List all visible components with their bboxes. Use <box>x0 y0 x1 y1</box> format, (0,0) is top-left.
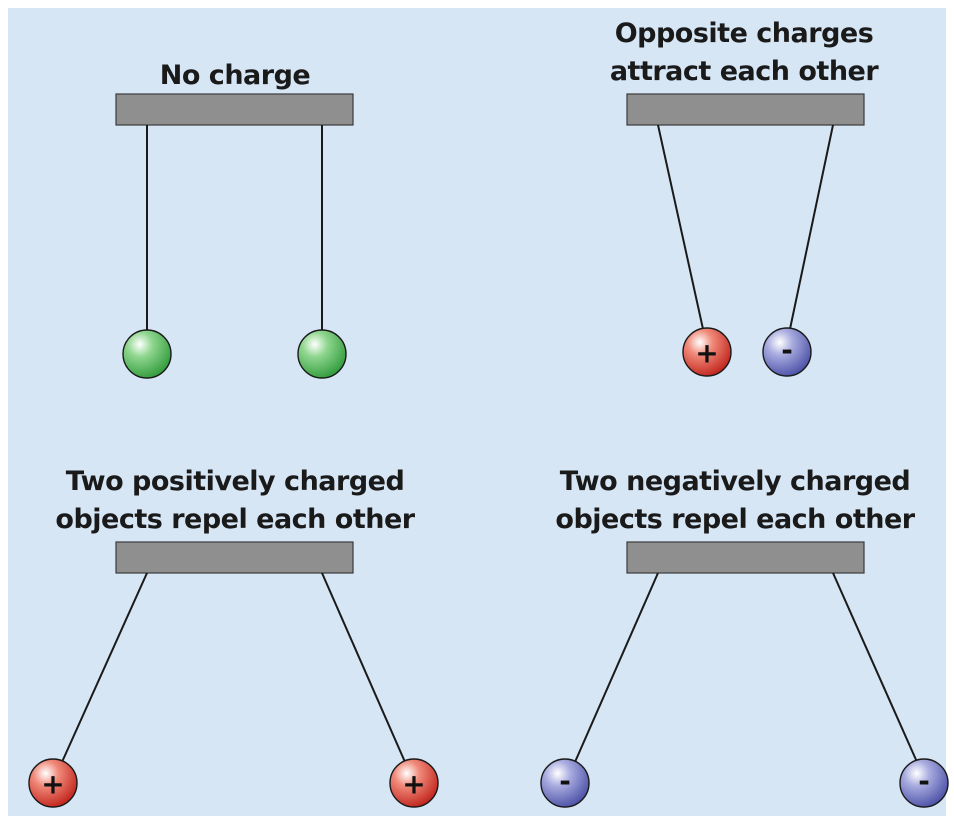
panel-no-charge: No charge <box>115 60 354 379</box>
panel-title-line-1: Two positively charged <box>66 466 405 497</box>
plus-sign: + <box>41 768 64 801</box>
panel-title-line-2: attract each other <box>610 56 880 87</box>
panel-title-line-2: objects repel each other <box>55 504 415 535</box>
minus-sign: - <box>559 765 571 798</box>
plus-sign: + <box>402 768 425 801</box>
panel-two-negative: Two negatively charged objects repel eac… <box>540 466 949 808</box>
negative-ball-left <box>540 758 590 808</box>
negative-ball-right <box>899 758 949 808</box>
plus-sign: + <box>695 337 718 370</box>
string-right <box>321 572 406 763</box>
string-left <box>61 572 148 763</box>
support-bar <box>626 93 865 126</box>
support-bar <box>626 541 865 574</box>
string-left <box>574 572 659 763</box>
positive-ball <box>682 327 732 377</box>
neutral-ball-left <box>122 329 172 379</box>
minus-sign: - <box>781 334 793 367</box>
positive-ball-left <box>28 758 78 808</box>
neutral-ball-right <box>297 329 347 379</box>
string-left <box>657 124 704 330</box>
minus-sign: - <box>918 765 930 798</box>
negative-ball <box>762 327 812 377</box>
panel-opposite-charges: Opposite charges attract each other + - <box>610 18 880 377</box>
panel-title-line-1: Opposite charges <box>615 18 874 49</box>
support-bar <box>115 541 354 574</box>
string-right <box>789 124 834 330</box>
string-right <box>832 572 918 763</box>
panel-title: No charge <box>160 60 310 91</box>
positive-ball-right <box>389 758 439 808</box>
panel-title-line-1: Two negatively charged <box>560 466 910 497</box>
panel-title-line-2: objects repel each other <box>555 504 915 535</box>
panel-two-positive: Two positively charged objects repel eac… <box>28 466 439 808</box>
background-panel <box>8 8 946 816</box>
support-bar <box>115 93 354 126</box>
